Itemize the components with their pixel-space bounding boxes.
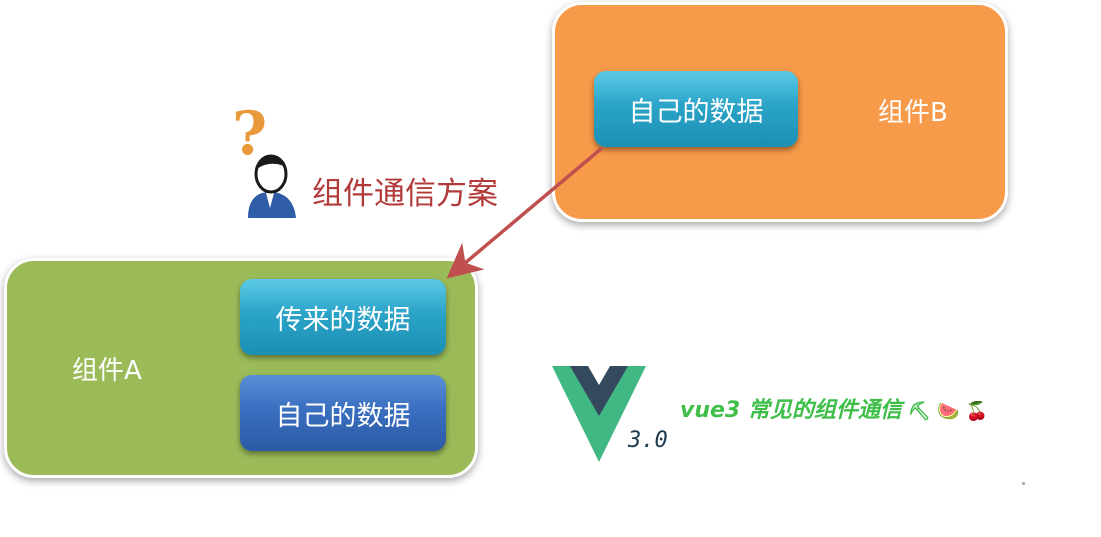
component-b-own-data-label: 自己的数据 — [628, 96, 764, 128]
component-a-passed-data-label: 传来的数据 — [275, 304, 411, 336]
decorative-dot — [1022, 482, 1025, 485]
component-a-label: 组件A — [72, 356, 142, 386]
component-a-own-data-label: 自己的数据 — [275, 400, 411, 432]
component-b-own-data-box: 自己的数据 — [594, 71, 798, 147]
emoji-icons: ⛏ 🍉 🍒 — [907, 401, 989, 422]
component-b-label: 组件B — [878, 98, 948, 128]
vue-caption-text: vue3 常见的组件通信 — [680, 398, 902, 423]
component-a-passed-data-box: 传来的数据 — [240, 279, 446, 355]
vue-caption: vue3 常见的组件通信⛏ 🍉 🍒 — [680, 392, 988, 424]
communication-scheme-label: 组件通信方案 — [312, 176, 498, 212]
vue-logo-icon — [552, 366, 646, 462]
component-a-own-data-box: 自己的数据 — [240, 375, 446, 451]
person-icon: ? — [232, 99, 296, 218]
question-mark-icon: ? — [232, 99, 267, 169]
vue-version: 3.0 — [628, 428, 668, 453]
